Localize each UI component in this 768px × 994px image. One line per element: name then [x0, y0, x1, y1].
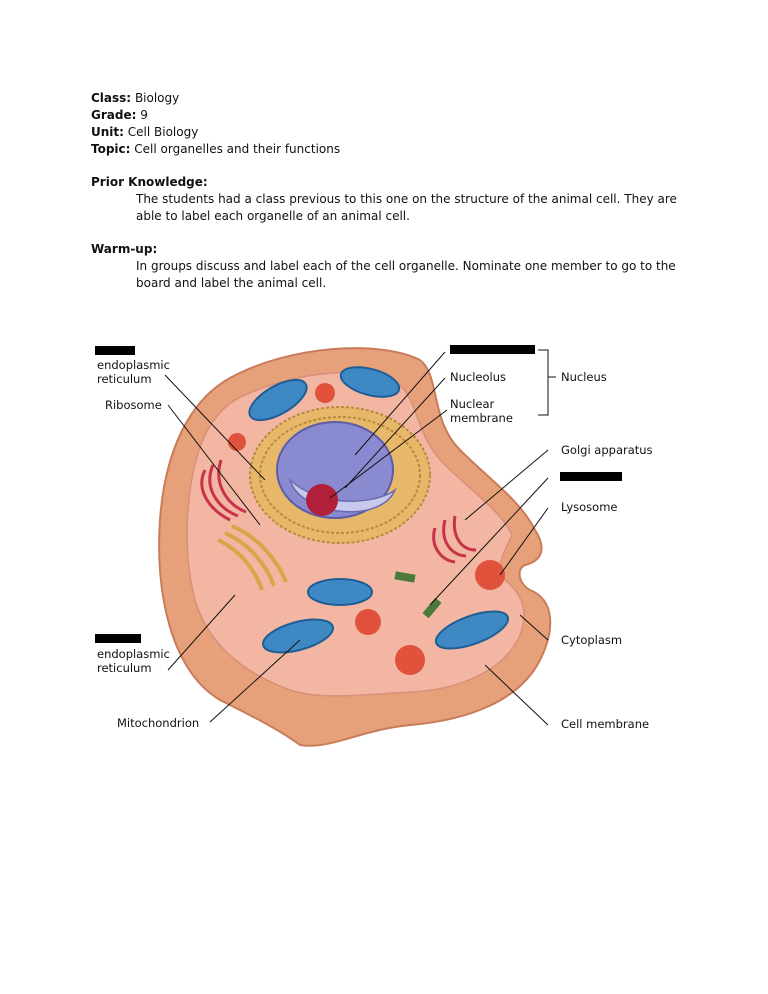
leader-lines — [164, 349, 556, 726]
mitochondrion-label: Mitochondrion — [117, 716, 199, 730]
lysosome-shape — [355, 609, 381, 635]
warmup-section: Warm-up: In groups discuss and label eac… — [91, 241, 696, 292]
redacted-label — [95, 634, 141, 643]
mitochondrion-shape — [307, 578, 373, 606]
nucleolus-label: Nucleolus — [450, 370, 506, 384]
nuclear-membrane-label-line2: membrane — [450, 411, 513, 425]
mitochondrion-shape — [339, 366, 401, 398]
grade-row: Grade: 9 — [91, 108, 148, 122]
unit-row: Unit: Cell Biology — [91, 125, 199, 139]
smooth-er-label-line1: endoplasmic — [97, 647, 170, 661]
nucleus-label: Nucleus — [561, 370, 607, 384]
cell-membrane-label: Cell membrane — [561, 717, 649, 731]
topic-row: Topic: Cell organelles and their functio… — [91, 142, 341, 156]
rough-er-label-line1: endoplasmic — [97, 358, 170, 372]
cytoplasm-label: Cytoplasm — [561, 633, 622, 647]
lysosome-shape — [315, 383, 335, 403]
mitochondrion-shape — [248, 378, 308, 422]
redacted-label — [450, 345, 535, 354]
prior-knowledge-section: Prior Knowledge: The students had a clas… — [91, 174, 696, 225]
centriole-shape — [394, 571, 416, 583]
mitochondrion-shape — [434, 610, 510, 650]
prior-knowledge-heading: Prior Knowledge: — [91, 175, 208, 189]
lesson-meta: Class: Biology Grade: 9 Unit: Cell Biolo… — [91, 90, 340, 158]
centriole-shape — [422, 597, 442, 619]
warmup-text: In groups discuss and label each of the … — [136, 259, 676, 290]
smooth-er-label-line2: reticulum — [97, 661, 152, 675]
golgi-label: Golgi apparatus — [561, 443, 653, 457]
warmup-heading: Warm-up: — [91, 242, 158, 256]
ribosome-label: Ribosome — [105, 398, 162, 412]
cell-illustration — [158, 347, 552, 747]
rough-er-label-line2: reticulum — [97, 372, 152, 386]
prior-knowledge-text: The students had a class previous to thi… — [136, 192, 677, 223]
lysosome-shape — [395, 645, 425, 675]
lysosome-shape — [475, 560, 505, 590]
lysosome-label: Lysosome — [561, 500, 618, 514]
nuclear-membrane-label-line1: Nuclear — [450, 397, 495, 411]
redacted-label — [95, 346, 135, 355]
redacted-label — [560, 472, 622, 481]
class-row: Class: Biology — [91, 91, 180, 105]
animal-cell-diagram: endoplasmic reticulum Ribosome endoplasm… — [95, 345, 653, 747]
lysosome-shape — [228, 433, 246, 451]
smooth-er-shape — [432, 515, 477, 564]
mitochondrion-shape — [262, 618, 334, 654]
smooth-er-shape — [200, 459, 247, 522]
golgi-shape — [217, 524, 288, 591]
nucleolus-shape — [306, 484, 338, 516]
